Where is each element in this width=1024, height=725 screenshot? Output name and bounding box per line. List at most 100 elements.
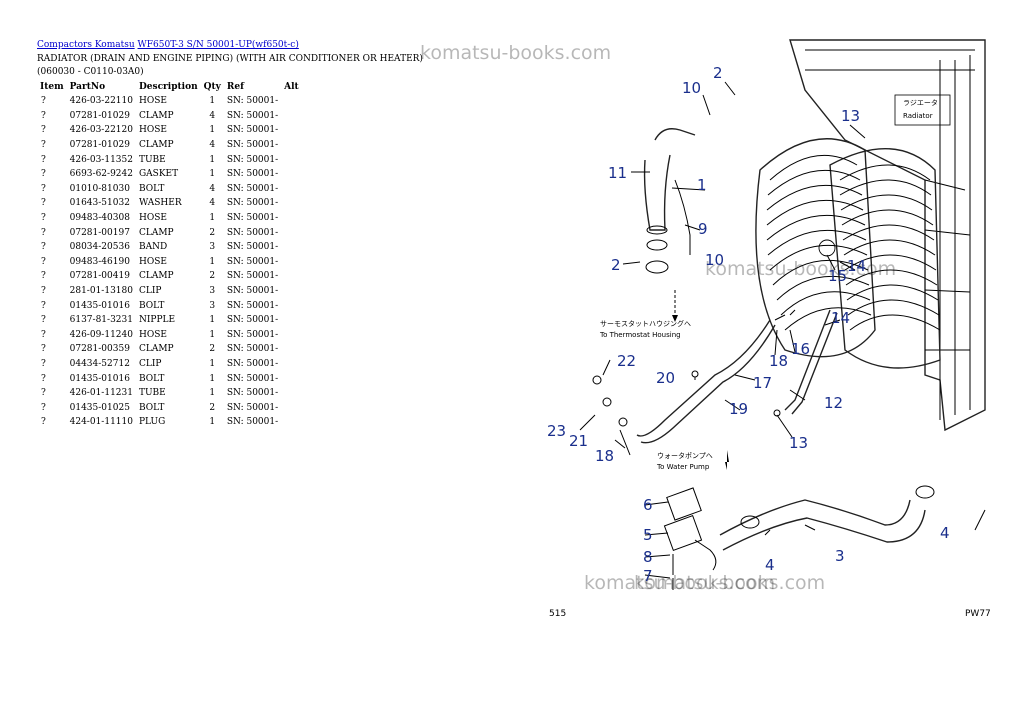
- cell-partno: 424-01-11110: [69, 417, 133, 428]
- waterpump-en-label: To Water Pump: [656, 463, 710, 471]
- cell-description: BOLT: [138, 402, 165, 413]
- cell-ref: SN: 50001-: [226, 402, 279, 413]
- cell-ref: SN: 50001-: [226, 154, 279, 165]
- col-header-description: Description: [138, 82, 198, 92]
- cell-partno: 09483-40308: [69, 213, 130, 224]
- cell-item: ?: [41, 286, 46, 297]
- cell-ref: SN: 50001-: [226, 417, 279, 428]
- callout-1: 1: [697, 176, 707, 194]
- upper-hose: [643, 128, 696, 322]
- cell-item: ?: [41, 402, 46, 413]
- leader-lines: [579, 81, 986, 579]
- cell-qty: 1: [209, 315, 216, 326]
- fan-shroud: [755, 138, 941, 369]
- callout-2a: 2: [713, 64, 723, 82]
- cell-partno: 01643-51032: [69, 198, 130, 209]
- col-header-partno: PartNo: [69, 82, 106, 92]
- cell-item: ?: [41, 198, 46, 209]
- cell-item: ?: [41, 169, 46, 180]
- callout-9: 9: [698, 220, 708, 238]
- cell-qty: 3: [209, 286, 216, 297]
- breadcrumb-link-compactors[interactable]: Compactors Komatsu: [37, 40, 135, 50]
- cell-item: ?: [41, 373, 46, 384]
- cell-item: ?: [41, 271, 46, 282]
- cell-ref: SN: 50001-: [226, 329, 279, 340]
- cell-ref: SN: 50001-: [226, 300, 279, 311]
- watermark-bottom-b: komatsu-books.com: [634, 572, 826, 594]
- callout-2b: 2: [611, 256, 621, 274]
- cell-alt: [281, 211, 302, 226]
- cell-partno: 01435-01016: [69, 373, 130, 384]
- cell-alt: [281, 182, 302, 197]
- callout-7: 7: [643, 567, 653, 585]
- cell-item: ?: [41, 388, 46, 399]
- cell-description: PLUG: [138, 417, 166, 428]
- cell-partno: 01010-81030: [69, 183, 130, 194]
- cell-description: HOSE: [138, 125, 167, 136]
- cell-description: CLAMP: [138, 227, 174, 238]
- cell-partno: 07281-01029: [69, 140, 130, 151]
- callout-19: 19: [729, 400, 748, 418]
- cell-alt: [281, 255, 302, 270]
- callout-4a: 4: [940, 524, 950, 542]
- cell-description: BOLT: [138, 183, 165, 194]
- cell-alt: [281, 196, 302, 211]
- cell-item: ?: [41, 256, 46, 267]
- cell-alt: [281, 240, 302, 255]
- cell-partno: 6693-62-9242: [69, 169, 133, 180]
- callout-17: 17: [753, 374, 772, 392]
- cell-description: CLIP: [138, 358, 162, 369]
- cell-ref: SN: 50001-: [226, 110, 279, 121]
- cell-description: HOSE: [138, 96, 167, 107]
- breadcrumb-link-model[interactable]: WF650T-3 S/N 50001-UP(wf650t-c): [137, 40, 299, 50]
- cell-alt: [281, 357, 302, 372]
- cell-description: CLAMP: [138, 344, 174, 355]
- cell-qty: 3: [209, 300, 216, 311]
- cell-description: CLAMP: [138, 140, 174, 151]
- cell-description: CLAMP: [138, 110, 174, 121]
- callout-4b: 4: [765, 556, 775, 574]
- cell-description: WASHER: [138, 198, 182, 209]
- cell-description: BOLT: [138, 300, 165, 311]
- cell-ref: SN: 50001-: [226, 242, 279, 253]
- cell-item: ?: [41, 227, 46, 238]
- cell-alt: [281, 298, 302, 313]
- cell-qty: 1: [209, 417, 216, 428]
- cell-alt: [281, 123, 302, 138]
- cell-ref: SN: 50001-: [226, 125, 279, 136]
- cell-ref: SN: 50001-: [226, 227, 279, 238]
- cell-alt: [281, 167, 302, 182]
- cell-qty: 1: [209, 358, 216, 369]
- middle-hoses: [592, 309, 838, 444]
- cell-alt: [281, 138, 302, 153]
- cell-qty: 4: [209, 183, 216, 194]
- cell-qty: 1: [209, 256, 216, 267]
- cell-partno: 07281-00419: [69, 271, 130, 282]
- cell-description: GASKET: [138, 169, 179, 180]
- cell-item: ?: [41, 154, 46, 165]
- cell-qty: 2: [209, 344, 216, 355]
- cell-alt: [281, 94, 302, 109]
- parts-table: Item PartNo Description Qty Ref Alt ?426…: [37, 80, 302, 430]
- callout-11: 11: [608, 164, 627, 182]
- cell-item: ?: [41, 125, 46, 136]
- cell-item: ?: [41, 242, 46, 253]
- cell-description: TUBE: [138, 154, 166, 165]
- cell-alt: [281, 284, 302, 299]
- cell-item: ?: [41, 183, 46, 194]
- radiator-core: [789, 39, 986, 432]
